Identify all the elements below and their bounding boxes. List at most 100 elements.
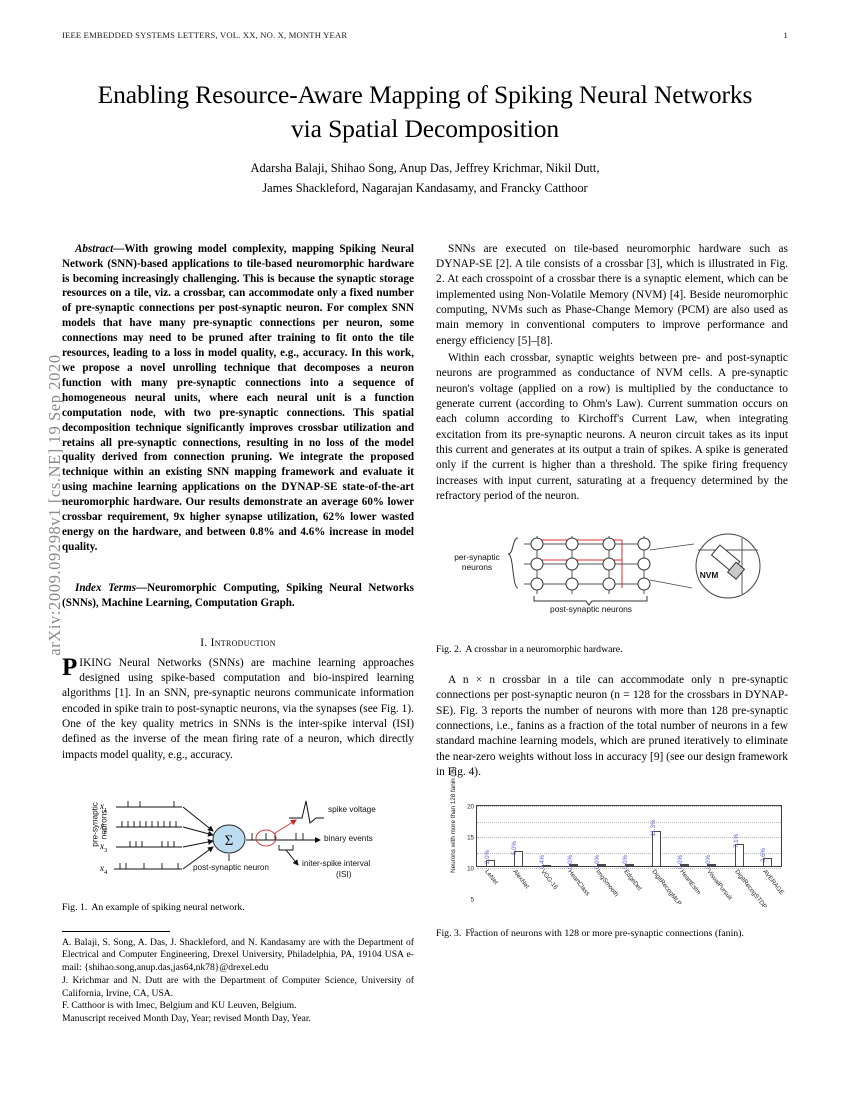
chart-x-tick-slot: ImgSmooth — [587, 868, 619, 912]
chart-bar — [707, 864, 717, 867]
footnote-rule — [62, 930, 170, 932]
figure-1-input-x3: x3 — [100, 840, 108, 854]
chart-bar-slot: 0.0% — [588, 806, 616, 870]
svg-text:Σ: Σ — [225, 833, 234, 849]
chart-bar-value-label: 5.0% — [511, 840, 519, 855]
index-terms-text: Neuromorphic Computing, Spiking Neural N… — [62, 581, 414, 609]
chart-bar-slot: 5.0% — [505, 806, 533, 867]
chart-bar — [541, 865, 551, 867]
figure-2-caption: Fig. 2.A crossbar in a neuromorphic hard… — [436, 644, 788, 657]
chart-x-tick-slot: DigitRecogMLP — [643, 868, 682, 912]
chart-x-tick-label: AVERAGE — [761, 868, 786, 897]
chart-bar-slot: 2.0% — [477, 806, 505, 867]
chart-bar — [596, 864, 606, 867]
figure-3-caption-label: Fig. 3. — [436, 928, 462, 940]
figure-2-postsynaptic-label: post-synaptic neurons — [550, 604, 632, 615]
index-terms-label: Index Terms — [75, 581, 137, 594]
figure-2-nvm-label: NVM — [699, 570, 719, 581]
chart-x-tick-slot: EdgeDet — [615, 868, 643, 912]
figure-1-spike-voltage-label: spike voltage — [328, 804, 376, 814]
chart-bar — [486, 860, 496, 867]
page-number: 1 — [783, 30, 788, 40]
chart-x-tick-slot: HeartClass — [559, 868, 592, 912]
journal-reference: IEEE EMBEDDED SYSTEMS LETTERS, VOL. XX, … — [62, 30, 348, 40]
figure-1-input-x2: x2 — [100, 820, 108, 834]
chart-x-tick-label: AlexNet — [510, 868, 531, 891]
chart-bar — [569, 864, 579, 867]
chart-bar-value-label: 7.1% — [732, 834, 740, 849]
figure-2-caption-label: Fig. 2. — [436, 644, 462, 656]
figure-1-input-x1: x1 — [100, 800, 108, 814]
chart-bar-value-label: 0.0% — [594, 855, 602, 870]
chart-bars: 2.0% 5.0% 0.4% 0.0% 0.0% 0.0% 11.3% 0.0% 0.0% 7.1… — [477, 806, 781, 870]
paragraph-right-1: SNNs are executed on tile-based neuromor… — [436, 242, 788, 347]
abstract-dash: — — [113, 242, 125, 255]
chart-x-tick-slot: DigitRecogSTDP — [726, 868, 768, 912]
chart-bar-slot: 0.4% — [532, 806, 560, 870]
chart-bar-slot: 7.1% — [726, 806, 754, 867]
chart-gridline: 0 — [471, 868, 781, 935]
figure-1-caption-label: Fig. 1. — [62, 901, 88, 913]
index-terms-paragraph: Index Terms—Neuromorphic Computing, Spik… — [62, 581, 414, 611]
paragraph-right-3: A n × n crossbar in a tile can accommoda… — [436, 674, 788, 779]
chart-bar-value-label: 2.6% — [760, 848, 768, 863]
figure-3-fanin-bar-chart: Neurons with more than 128 fanin (%) 0 5 1… — [436, 767, 788, 935]
chart-bar-slot: 0.0% — [560, 806, 588, 870]
section-heading-introduction: I. Introduction — [200, 636, 276, 649]
figure-2-graphic — [507, 533, 761, 607]
chart-bar-value-label: 0.0% — [704, 855, 712, 870]
abstract-paragraph: Abstract—With growing model complexity, … — [62, 242, 414, 555]
figure-2-crossbar: per-synaptic neurons post-synaptic neuro… — [436, 530, 788, 635]
chart-x-tick-label: VGG-16 — [538, 868, 559, 892]
figure-1-input-x4: x4 — [100, 862, 108, 876]
chart-y-tick-label: 15 — [467, 834, 474, 842]
abstract-label: Abstract — [75, 242, 114, 255]
chart-y-axis-label: Neurons with more than 128 fanin (%) — [450, 767, 458, 874]
figure-1-binary-events-label: binary events — [324, 833, 373, 843]
paragraph-intro-1: PIKING Neural Networks (SNNs) are machin… — [62, 653, 414, 761]
index-terms-dash: — — [136, 581, 148, 594]
figure-1-postsynaptic-label: post-synaptic neuron — [192, 862, 269, 872]
figure-1-graphic: Σ — [114, 800, 324, 870]
paragraph-right-2: Within each crossbar, synaptic weights b… — [436, 352, 788, 502]
chart-bar-value-label: 11.3% — [649, 819, 657, 837]
chart-bar — [679, 864, 689, 867]
figure-1-spiking-neural-network: pre-synaptic neurons — [70, 793, 400, 893]
chart-x-tick-slot: LeNet — [476, 868, 504, 912]
chart-bar-value-label: 0.4% — [539, 855, 547, 870]
left-column: Abstract—With growing model complexity, … — [62, 242, 414, 1026]
chart-x-tick-slot: VisualPursuit — [699, 868, 734, 912]
authors-line-2: James Shackleford, Nagarajan Kandasamy, … — [262, 180, 588, 195]
chart-gridline: 20 — [467, 804, 781, 811]
chart-gridline: 5 — [471, 852, 781, 904]
figure-3-caption-text: Fraction of neurons with 128 or more pre… — [465, 928, 744, 940]
chart-bar-slot: 2.6% — [753, 806, 781, 867]
chart-bar-slot: 0.0% — [698, 806, 726, 870]
paper-page: IEEE EMBEDDED SYSTEMS LETTERS, VOL. XX, … — [62, 30, 788, 1070]
chart-x-tick-label: EdgeDet — [622, 868, 643, 893]
footnote-affiliation-uci: J. Krichmar and N. Dutt are with the Dep… — [62, 974, 414, 999]
chart-bar-value-label: 0.0% — [622, 855, 630, 870]
figure-1-caption: Fig. 1.An example of spiking neural netw… — [62, 902, 414, 915]
chart-x-tick-slot: HeartEstm — [671, 868, 702, 912]
figure-2-presynaptic-label-line2: neurons — [461, 562, 493, 573]
body-columns: Abstract—With growing model complexity, … — [62, 242, 788, 1026]
chart-y-tick-label: 0 — [470, 927, 474, 935]
chart-bar — [762, 858, 772, 867]
chart-bar — [735, 844, 745, 867]
chart-bar-value-label: 0.0% — [566, 855, 574, 870]
footnote-affiliation-imec: F. Catthoor is with Imec, Belgium and KU… — [62, 1000, 297, 1012]
figure-2-presynaptic-label-line1: per-synaptic — [454, 552, 500, 563]
chart-bar-value-label: 2.0% — [483, 850, 491, 865]
chart-x-tick-slot: AlexNet — [504, 868, 532, 912]
abstract-text: With growing model complexity, mapping S… — [62, 242, 414, 553]
chart-bar — [513, 850, 523, 867]
chart-bar-slot: 11.3% — [643, 806, 671, 867]
figure-2-caption-text: A crossbar in a neuromorphic hardware. — [465, 644, 623, 656]
chart-gridline: 15 — [467, 821, 781, 842]
chart-bar-slot: 0.0% — [670, 806, 698, 869]
figure-1-caption-text: An example of spiking neural network. — [91, 901, 245, 913]
chart-x-tick-slot: AVERAGE — [754, 868, 786, 912]
figure-1-isi-label-line2: (ISI) — [336, 869, 352, 879]
